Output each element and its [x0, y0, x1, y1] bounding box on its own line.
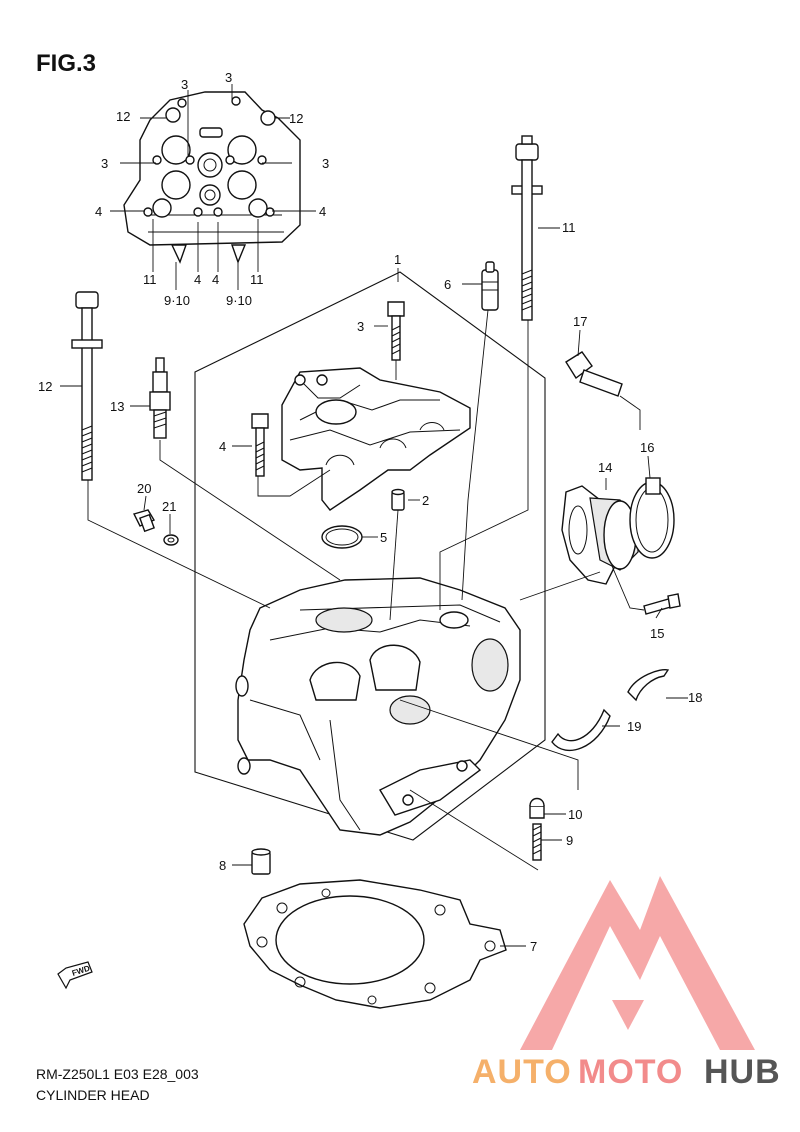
- o-ring-5: [321, 525, 363, 549]
- callout-4d: 4: [212, 272, 219, 287]
- callout-17: 17: [573, 314, 587, 329]
- callout-3d: 3: [322, 156, 329, 171]
- callout-11a: 11: [143, 272, 157, 287]
- stud-bolt-12: [71, 291, 103, 481]
- figure-title: FIG.3: [36, 50, 97, 77]
- callout-11b: 11: [250, 272, 264, 287]
- watermark-logo: [520, 876, 755, 1050]
- callout-4b: 4: [319, 204, 326, 219]
- callout-910b: 9·10: [226, 293, 252, 308]
- fwd-arrow-icon: FWD: [57, 961, 93, 990]
- callout-4c: 4: [194, 272, 201, 287]
- assembly-frame: [194, 271, 546, 841]
- dowel-8: [251, 848, 271, 875]
- callout-3c: 3: [101, 156, 108, 171]
- callout-13: 13: [110, 399, 124, 414]
- callout-12a: 12: [116, 109, 130, 124]
- callout-numbers: 3 3 12 12 3 3 4 4 11 4 4 11 9·10 9·10 1 …: [38, 70, 702, 954]
- callout-15: 15: [650, 626, 664, 641]
- cylinder-head: [235, 577, 521, 836]
- cylinder-head-gasket-7: [243, 879, 507, 1009]
- cap-nut-10: [529, 797, 545, 819]
- callout-18: 18: [688, 690, 702, 705]
- callout-6: 6: [444, 277, 451, 292]
- callout-20: 20: [137, 481, 151, 496]
- stud-bolt-11: [511, 135, 543, 321]
- camshaft-holder: [281, 367, 471, 511]
- dowel-pin-2: [391, 488, 405, 511]
- part-6: [481, 261, 499, 311]
- spark-plug-13: [149, 357, 171, 439]
- callout-910a: 9·10: [164, 293, 190, 308]
- leader-lines: [60, 227, 688, 947]
- watermark-hub: HUB: [704, 1053, 781, 1091]
- watermark-moto: MOTO: [578, 1053, 683, 1091]
- callout-7: 7: [530, 939, 537, 954]
- clamp-16: [629, 477, 675, 559]
- callout-8: 8: [219, 858, 226, 873]
- callout-4a: 4: [95, 204, 102, 219]
- intake-pipe-14: [561, 485, 639, 585]
- bolt-4: [251, 413, 269, 477]
- head-top-view: [110, 84, 316, 290]
- clip-18: [627, 669, 670, 702]
- stud-9: [532, 823, 542, 861]
- callout-14: 14: [598, 460, 612, 475]
- callout-10: 10: [568, 807, 582, 822]
- clip-19: [551, 708, 611, 752]
- callout-3a: 3: [181, 77, 188, 92]
- bolt-15: [643, 593, 681, 615]
- callout-21: 21: [162, 499, 176, 514]
- callout-2: 2: [422, 493, 429, 508]
- diagram-caption: CYLINDER HEAD: [36, 1087, 150, 1103]
- model-code: RM-Z250L1 E03 E28_003: [36, 1066, 199, 1082]
- callout-16: 16: [640, 440, 654, 455]
- watermark-auto: AUTO: [472, 1053, 572, 1091]
- callout-11c: 11: [562, 220, 576, 235]
- watermark-text: AUTO MOTO HUB: [472, 1053, 781, 1091]
- callout-9: 9: [566, 833, 573, 848]
- callout-4e: 4: [219, 439, 226, 454]
- callout-12c: 12: [38, 379, 52, 394]
- callout-3e: 3: [357, 319, 364, 334]
- callout-19: 19: [627, 719, 641, 734]
- washer-21: [163, 534, 179, 546]
- callout-12b: 12: [289, 111, 303, 126]
- bolt-3: [387, 301, 405, 361]
- callout-3b: 3: [225, 70, 232, 85]
- bolt-20: [132, 509, 156, 533]
- callout-1: 1: [394, 252, 401, 267]
- bolt-17: [565, 351, 623, 397]
- callout-5: 5: [380, 530, 387, 545]
